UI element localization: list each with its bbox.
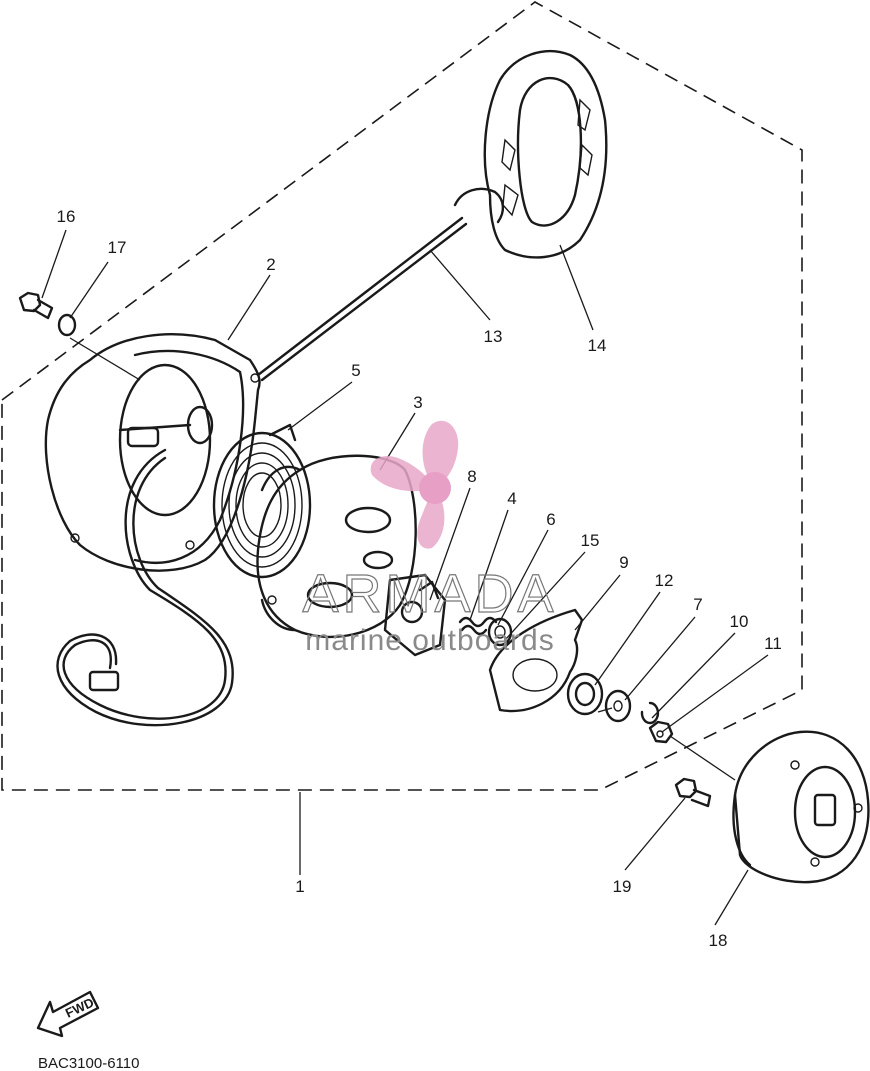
part-label: 11: [764, 634, 782, 653]
assembly-boundary: [1, 1, 803, 791]
starter-handle: [453, 50, 608, 259]
part-label: 12: [655, 571, 674, 590]
watermark-brand: ARMADA: [302, 564, 557, 624]
part-label: 10: [730, 612, 749, 631]
drawing-code: BAC3100-6110: [38, 1055, 139, 1071]
part-number-labels: 16 17 2 5 3 8 4 6 15 9 12 7 10 11 13 14 …: [57, 207, 782, 950]
part-label: 4: [507, 489, 516, 508]
washer-17: [57, 313, 77, 337]
washer-7: [604, 689, 632, 723]
part-label: 15: [581, 531, 600, 550]
part-label: 16: [57, 207, 76, 226]
part-label: 13: [484, 327, 503, 346]
part-label: 19: [613, 877, 632, 896]
part-label: 2: [266, 255, 275, 274]
part-label: 9: [619, 553, 628, 572]
nut-11: [648, 720, 674, 744]
part-label: 5: [351, 361, 360, 380]
bolt-19: [674, 777, 712, 808]
part-label: 18: [709, 931, 728, 950]
part-label: 7: [693, 595, 702, 614]
friction-plate: [488, 608, 584, 713]
part-label: 1: [295, 877, 304, 896]
part-label: 6: [546, 510, 555, 529]
ratchet-pawl: [383, 573, 447, 657]
part-label: 3: [413, 393, 422, 412]
watermark-tagline: marine outboards: [305, 624, 554, 657]
part-label: 8: [467, 467, 476, 486]
starter-rope: [256, 216, 468, 382]
bolt-16: [18, 291, 54, 320]
starter-case: [44, 333, 261, 727]
leader-lines: [41, 229, 769, 926]
washer-12: [566, 672, 604, 716]
fwd-arrow-icon: FWD: [36, 990, 100, 1038]
part-label: 17: [108, 238, 127, 257]
washer-15: [487, 617, 513, 647]
rope-reel: [256, 454, 417, 639]
starter-pulley-cup: [732, 730, 870, 884]
spring-washer-10: [640, 701, 660, 725]
part-label: 14: [588, 336, 607, 355]
pawl-spring: [458, 616, 498, 636]
spiral-spring: [212, 423, 312, 579]
watermark-logo-icon: [370, 420, 459, 549]
